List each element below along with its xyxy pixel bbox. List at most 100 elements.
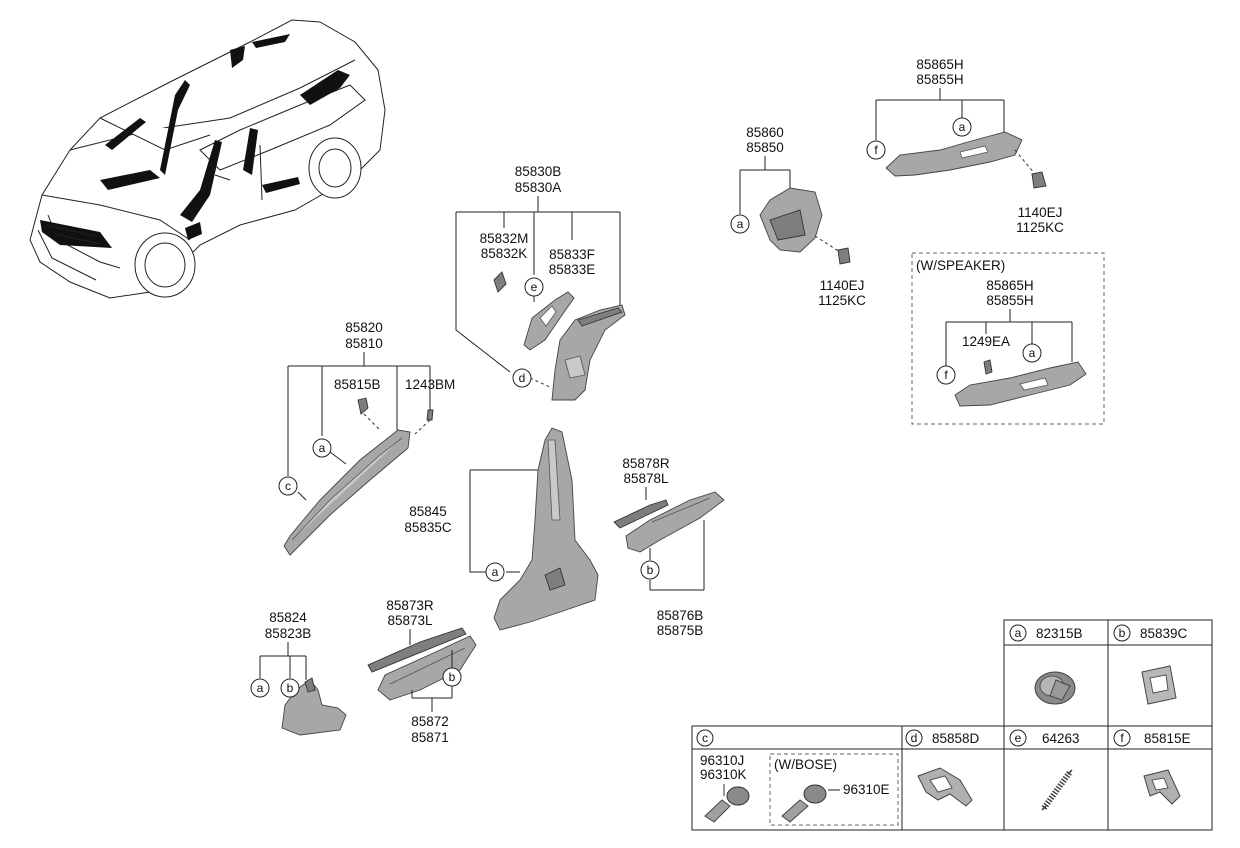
- callout-a-a-pillar: a: [312, 438, 332, 458]
- callout-e: e: [524, 277, 544, 297]
- part-label-85833F: 85833F: [549, 247, 595, 262]
- upper-bracket-group: 85860 85850 a 1140EJ 1125KC: [730, 125, 866, 308]
- svg-text:a: a: [1015, 626, 1022, 640]
- legend-cell-f: f 85815E: [1113, 729, 1191, 805]
- legend-cell-a: a 82315B: [1009, 624, 1083, 705]
- legend-part-82315B: 82315B: [1036, 626, 1083, 641]
- legend-bose-title: (W/BOSE): [774, 757, 837, 772]
- part-label-85823B: 85823B: [265, 626, 312, 641]
- quarter-upper-trim: [885, 131, 1023, 177]
- square-clip-icon: [1141, 665, 1177, 705]
- legend-part-96310K: 96310K: [700, 767, 747, 782]
- push-clip-icon: [1034, 671, 1076, 705]
- svg-text:a: a: [737, 217, 744, 231]
- part-label-85815B: 85815B: [334, 377, 381, 392]
- callout-b-cowl: b: [280, 678, 300, 698]
- part-label-85824: 85824: [269, 610, 307, 625]
- a-pillar-group: 85820 85810 85815B 1243BM c a: [278, 320, 455, 556]
- scuff-plate-rear-group: 85878R 85878L b 85876B 85875B: [613, 456, 725, 638]
- svg-text:a: a: [492, 565, 499, 579]
- legend-part-64263: 64263: [1042, 731, 1080, 746]
- legend-cell-e: e 64263: [1009, 729, 1080, 811]
- part-label-85845: 85845: [409, 504, 447, 519]
- part-label-1140EJ-1: 1140EJ: [820, 278, 865, 293]
- svg-text:e: e: [531, 280, 538, 294]
- callout-f-speaker: f: [936, 365, 956, 385]
- svg-text:c: c: [702, 731, 708, 745]
- callout-c-a-pillar: c: [278, 476, 298, 496]
- part-label-85832K: 85832K: [481, 246, 528, 261]
- speaker-part-label-85855H: 85855H: [986, 293, 1033, 308]
- metal-clip-icon: [917, 767, 973, 807]
- vehicle-illustration: [29, 19, 386, 299]
- part-label-85850: 85850: [746, 140, 784, 155]
- svg-text:a: a: [959, 120, 966, 134]
- part-label-1243BM: 1243BM: [405, 377, 455, 392]
- part-label-1125KC-1: 1125KC: [818, 293, 866, 308]
- cowl-trim-group: 85824 85823B a b: [250, 610, 347, 736]
- callout-d: d: [512, 368, 532, 388]
- part-label-85832M: 85832M: [480, 231, 529, 246]
- part-label-85833E: 85833E: [549, 262, 596, 277]
- scuff-plate-front-group: 85873R 85873L b 85872 85871: [367, 598, 477, 745]
- callout-a-cowl: a: [250, 678, 270, 698]
- legend-part-85858D: 85858D: [932, 731, 980, 746]
- spring-icon: [1041, 769, 1073, 811]
- callout-a-speaker: a: [1022, 343, 1042, 363]
- svg-text:a: a: [319, 441, 326, 455]
- upper-b-pillar-group: 85830B 85830A 85832M 85832K 85833F 85833…: [455, 164, 626, 401]
- legend-part-85815E: 85815E: [1144, 731, 1191, 746]
- svg-text:a: a: [257, 681, 264, 695]
- part-label-85876B: 85876B: [657, 608, 704, 623]
- scuff-strip-front: [367, 627, 467, 673]
- trim-clip-icon: [1143, 769, 1181, 805]
- part-label-85872: 85872: [411, 714, 449, 729]
- part-label-85873R: 85873R: [386, 598, 434, 613]
- part-label-85820: 85820: [345, 320, 383, 335]
- part-label-85873L: 85873L: [387, 613, 433, 628]
- scuff-plate-strip: [613, 499, 669, 529]
- svg-text:d: d: [519, 371, 526, 385]
- svg-text:b: b: [449, 670, 456, 684]
- legend-cell-d: d 85858D: [905, 729, 980, 807]
- part-label-85865H: 85865H: [916, 57, 963, 72]
- speaker-title: (W/SPEAKER): [916, 258, 1005, 273]
- svg-text:e: e: [1015, 731, 1022, 745]
- svg-text:d: d: [911, 731, 918, 745]
- svg-text:f: f: [944, 368, 948, 382]
- callout-f-quarter: f: [866, 140, 886, 160]
- svg-text:b: b: [287, 681, 294, 695]
- legend-table: a 82315B b 85839C c 96310J 96310K: [691, 619, 1213, 831]
- callout-b-rear-scuff: b: [640, 560, 660, 580]
- legend-cell-b: b 85839C: [1113, 624, 1188, 705]
- part-label-85878R: 85878R: [622, 456, 670, 471]
- legend-cell-c: c 96310J 96310K (W/BOSE) 96310E: [696, 729, 899, 826]
- callout-a-lower-b-pillar: a: [485, 562, 505, 582]
- with-speaker-box: (W/SPEAKER) 85865H 85855H 1249EA f a: [911, 252, 1105, 425]
- legend-part-96310J: 96310J: [700, 753, 744, 768]
- svg-text:f: f: [1120, 731, 1124, 745]
- part-label-85860: 85860: [746, 125, 784, 140]
- bose-speaker-icon: [781, 784, 827, 823]
- part-label-85871: 85871: [411, 730, 449, 745]
- callout-a-quarter: a: [952, 117, 972, 137]
- b-pillar-lower-trim: [493, 427, 599, 631]
- svg-text:b: b: [1119, 626, 1126, 640]
- a-pillar-trim: [283, 429, 411, 556]
- part-label-85878L: 85878L: [623, 471, 669, 486]
- part-label-85830A: 85830A: [515, 180, 562, 195]
- speaker-grille-icon: [704, 784, 750, 823]
- part-label-85830B: 85830B: [515, 164, 562, 179]
- svg-text:c: c: [285, 479, 291, 493]
- part-label-1125KC-2: 1125KC: [1016, 220, 1064, 235]
- quarter-trim-group: 85865H 85855H f a 1140EJ 1125KC: [866, 57, 1064, 235]
- speaker-part-label-85865H: 85865H: [986, 278, 1033, 293]
- svg-text:b: b: [647, 563, 654, 577]
- callout-a-bracket: a: [730, 214, 750, 234]
- legend-part-85839C: 85839C: [1140, 626, 1188, 641]
- svg-text:f: f: [874, 143, 878, 157]
- callout-b-front-scuff: b: [442, 667, 462, 687]
- legend-part-96310E: 96310E: [843, 782, 890, 797]
- svg-text:a: a: [1029, 346, 1036, 360]
